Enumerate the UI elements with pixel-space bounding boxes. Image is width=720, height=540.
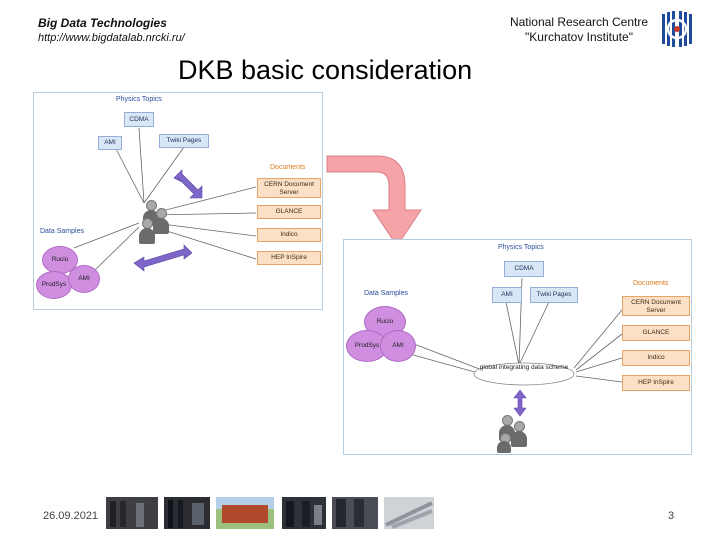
diagram-dkb-integrated: Physics Topics CDMA AMI Twiki Pages Docu… [343,239,692,455]
documents-label: Documents [270,164,306,171]
datacenter-photo-1 [106,497,158,529]
institute-line-1: National Research Centre [509,15,649,29]
physics-topics-label-b: Physics Topics [498,244,544,251]
datacenter-photo-3 [282,497,326,529]
pipes-photo [384,497,434,529]
transition-arrow-icon [326,155,422,247]
page-number: 3 [668,510,675,522]
kurchatov-logo-icon [660,10,694,50]
datacenter-photo-4 [332,497,378,529]
inspire-box: HEP InSpire [257,251,321,265]
cern-box-b: CERN Document Server [622,296,690,316]
cern-box: CERN Document Server [257,178,321,198]
diagram-a-connectors [73,127,257,272]
users-icon-b [494,415,544,455]
data-samples-label: Data Samples [40,228,84,235]
org-title: Big Data Technologies [38,16,167,30]
documents-label-b: Documents [633,280,669,287]
glance-box-b: GLANCE [622,325,690,341]
page-title: DKB basic consideration [178,55,473,85]
twiki-box-b: Twiki Pages [530,287,578,303]
diagram-b-connectors [405,277,623,417]
indico-box: Indico [257,228,321,242]
diagram-current-sources: Physics Topics CDMA AMI Twiki Pages Docu… [33,92,323,310]
datacenter-photo-2 [164,497,210,529]
inspire-box-b: HEP InSpire [622,375,690,391]
ami-box-b: AMI [492,287,522,303]
prodsys-circle: ProdSys [36,271,72,299]
cdma-box-b: CDMA [504,261,544,277]
data-samples-label-b: Data Samples [364,290,408,297]
photo-strip [106,497,434,529]
org-url[interactable]: http://www.bigdatalab.nrcki.ru/ [38,32,185,44]
indico-box-b: Indico [622,350,690,366]
twiki-box: Twiki Pages [159,134,209,148]
glance-box: GLANCE [257,205,321,219]
institute-line-2: "Kurchatov Institute" [525,30,633,44]
ami-box: AMI [98,136,122,150]
physics-topics-label: Physics Topics [116,96,162,103]
ami-sample-circle-b: AMI [380,330,416,362]
institute-name: National Research Centre "Kurchatov Inst… [486,15,672,45]
global-scheme-label: global integrating data scheme [479,364,569,371]
users-icon [134,198,174,248]
cdma-box: CDMA [124,112,154,127]
footer-date: 26.09.2021 [43,510,99,522]
ami-sample-circle: AMI [68,265,100,293]
building-photo [216,497,274,529]
